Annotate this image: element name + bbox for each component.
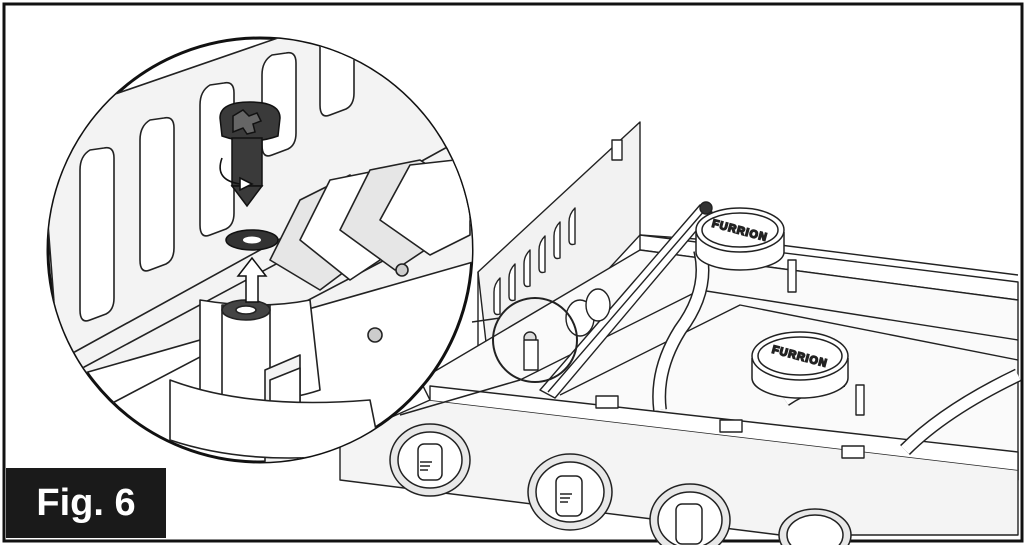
up-arrow-icon bbox=[236, 256, 268, 303]
figure-label: Fig. 6 bbox=[6, 468, 166, 538]
grill-assembly bbox=[339, 121, 1022, 536]
burner-cap-rear: FURRION bbox=[695, 207, 785, 271]
control-knob bbox=[778, 508, 852, 550]
callout-line bbox=[399, 379, 521, 416]
control-knob bbox=[389, 423, 471, 497]
zoom-detail bbox=[46, 36, 474, 464]
callout-line bbox=[471, 317, 501, 323]
valve-small bbox=[523, 288, 611, 371]
control-knob bbox=[649, 483, 731, 550]
washer-icon bbox=[225, 229, 279, 251]
focus-circle bbox=[492, 297, 578, 383]
rotation-arrow-icon bbox=[219, 157, 254, 192]
burner-cap-front: FURRION bbox=[751, 331, 849, 399]
control-knobs bbox=[389, 423, 852, 550]
control-knob bbox=[527, 453, 613, 531]
